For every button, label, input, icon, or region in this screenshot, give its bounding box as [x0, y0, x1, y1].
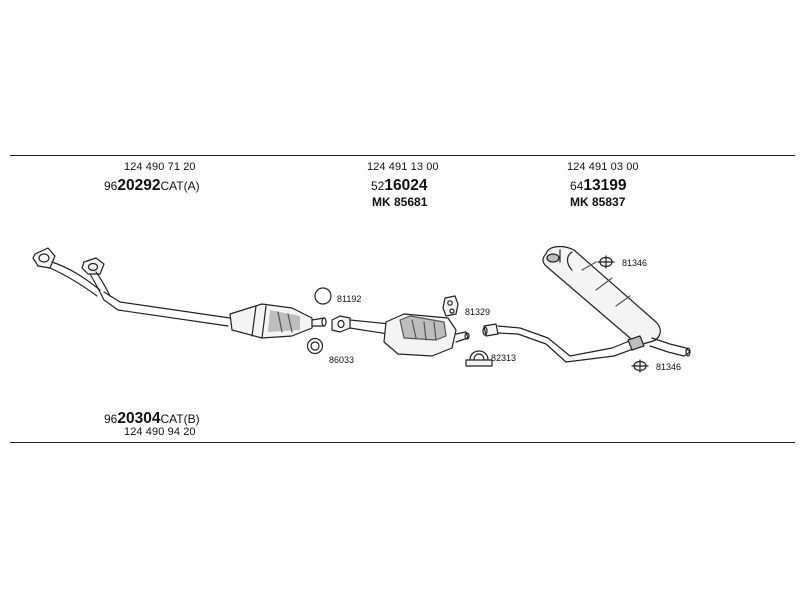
front-pipe-flange-right [81, 257, 105, 275]
part-bold: 20292 [117, 177, 161, 194]
rear-pipe [482, 323, 637, 363]
oe-number-front-pipe-a: 124 490 71 20 [124, 161, 196, 173]
front-pipe-flange-left [32, 247, 56, 269]
label-81346-bottom: 81346 [656, 362, 682, 372]
catalyst-a-body [229, 303, 313, 339]
label-81329: 81329 [465, 307, 491, 317]
bottom-rule [10, 442, 795, 443]
part-bold: 16024 [384, 177, 428, 194]
part-prefix: 96 [104, 179, 118, 193]
oe-number-rear-silencer: 124 491 03 00 [567, 161, 639, 173]
part-bold: 20304 [117, 410, 161, 427]
front-pipe-with-catalyst [32, 247, 327, 339]
part-prefix: 96 [104, 412, 118, 426]
ring-81192-icon [314, 287, 332, 305]
part-prefix: 64 [570, 179, 584, 193]
mk-number-middle-silencer: MK 85681 [372, 195, 428, 209]
clamp-81329-icon [442, 295, 459, 317]
label-81346-top: 81346 [622, 258, 648, 268]
label-82313: 82313 [491, 353, 517, 363]
part-suffix: CAT(B) [160, 412, 200, 426]
rubber-hanger-81346-top-icon [597, 255, 615, 269]
top-rule [10, 155, 795, 156]
hanger-82313-icon [465, 350, 493, 367]
ring-86033-outer-icon [306, 337, 324, 355]
part-prefix: 52 [371, 179, 385, 193]
part-number-middle-silencer: 5216024 [371, 177, 427, 195]
part-number-front-pipe-b: 9620304CAT(B) [104, 410, 200, 428]
ring-86033-inner-icon [310, 341, 320, 351]
part-number-rear-silencer: 6413199 [570, 177, 626, 195]
middle-silencer [331, 313, 470, 357]
rubber-hanger-81346-bottom-icon [631, 359, 649, 373]
part-bold: 13199 [583, 177, 627, 194]
mk-number-rear-silencer: MK 85837 [570, 195, 626, 209]
part-number-front-pipe-a: 9620292CAT(A) [104, 177, 200, 195]
rear-silencer [542, 245, 691, 357]
label-81192: 81192 [337, 294, 362, 304]
oe-number-front-pipe-b: 124 490 94 20 [124, 426, 196, 438]
oe-number-middle-silencer: 124 491 13 00 [367, 161, 439, 173]
part-suffix: CAT(A) [160, 179, 200, 193]
label-86033: 86033 [329, 355, 355, 365]
